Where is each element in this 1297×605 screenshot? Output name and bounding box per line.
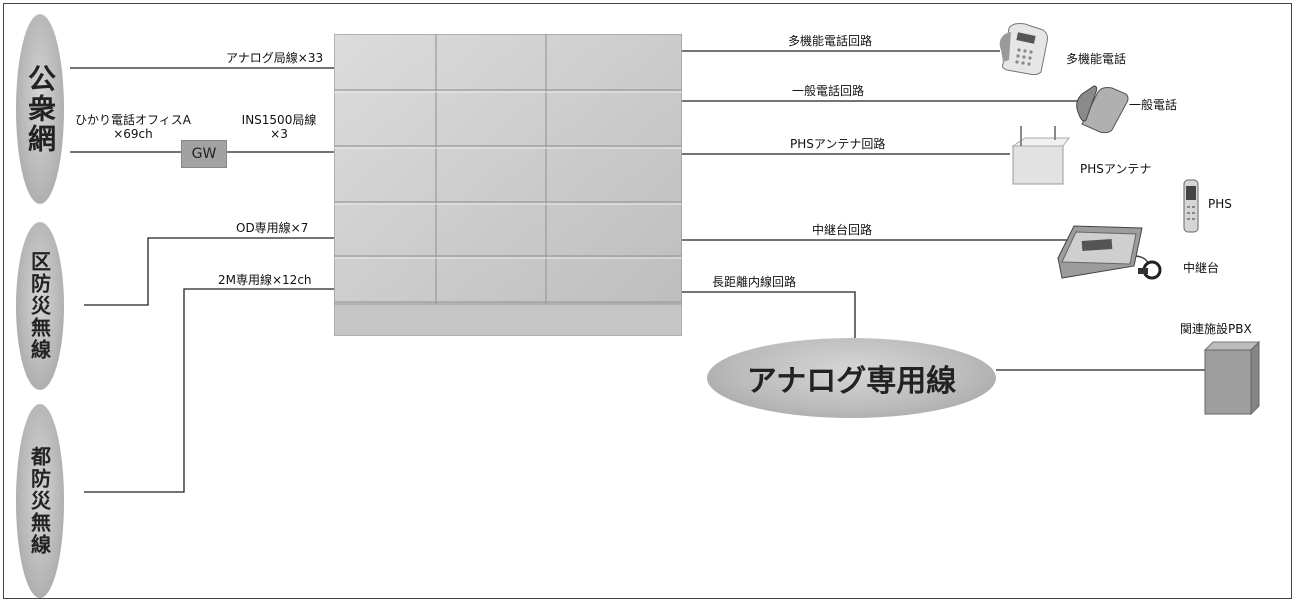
wire-long-distance: [682, 291, 856, 338]
ins-label: INS1500局線 ×3: [230, 113, 328, 141]
multi-circuit-label: 多機能電話回路: [788, 34, 873, 48]
pbx-cabinet: [334, 34, 682, 336]
relay-circuit-label: 中継台回路: [812, 223, 873, 237]
ins-label-line1: INS1500局線: [241, 113, 317, 127]
diagram-frame: [3, 3, 1292, 599]
hikari-label-line2: ×69ch: [113, 127, 153, 141]
phs-label: PHS: [1208, 197, 1232, 211]
related-pbx-icon: [1203, 340, 1261, 416]
general-phone-icon: [1076, 85, 1129, 134]
phs-antenna-circuit-label: PHSアンテナ回路: [790, 137, 886, 151]
relay-console-icon: [1057, 225, 1162, 280]
multi-function-phone-icon: [999, 23, 1048, 76]
ward-radio-cloud: 区防災無線: [16, 222, 64, 390]
wire-2m: [84, 288, 334, 493]
multi-function-phone-label: 多機能電話: [1066, 52, 1127, 66]
phs-handset-icon: [1183, 179, 1199, 233]
analog-leased-line: アナログ専用線: [707, 338, 996, 418]
analog-leased-line-label: アナログ専用線: [746, 364, 957, 399]
public-network-cloud: 公衆網: [16, 14, 64, 204]
analog-trunk-label: アナログ局線×33: [226, 51, 324, 65]
ins-label-line2: ×3: [270, 127, 288, 141]
metro-radio-label: 都防災無線: [27, 446, 52, 556]
general-phone-label: 一般電話: [1129, 98, 1178, 112]
hikari-label-line1: ひかり電話オフィスA: [75, 113, 191, 127]
relay-console-label: 中継台: [1183, 261, 1220, 275]
metro-radio-cloud: 都防災無線: [16, 404, 64, 598]
od-line-label: OD専用線×7: [236, 221, 309, 235]
wire-od: [84, 237, 334, 306]
related-pbx-label: 関連施設PBX: [1180, 322, 1252, 336]
hikari-label: ひかり電話オフィスA ×69ch: [70, 113, 196, 141]
phs-antenna-icon: [1011, 126, 1070, 185]
long-distance-circuit-label: 長距離内線回路: [712, 275, 797, 289]
phs-antenna-label: PHSアンテナ: [1080, 162, 1152, 176]
m2-line-label: 2M専用線×12ch: [218, 273, 312, 287]
ward-radio-label: 区防災無線: [27, 251, 52, 361]
public-network-label: 公衆網: [24, 64, 57, 154]
general-circuit-label: 一般電話回路: [792, 84, 865, 98]
gateway-box: GW: [181, 140, 227, 168]
